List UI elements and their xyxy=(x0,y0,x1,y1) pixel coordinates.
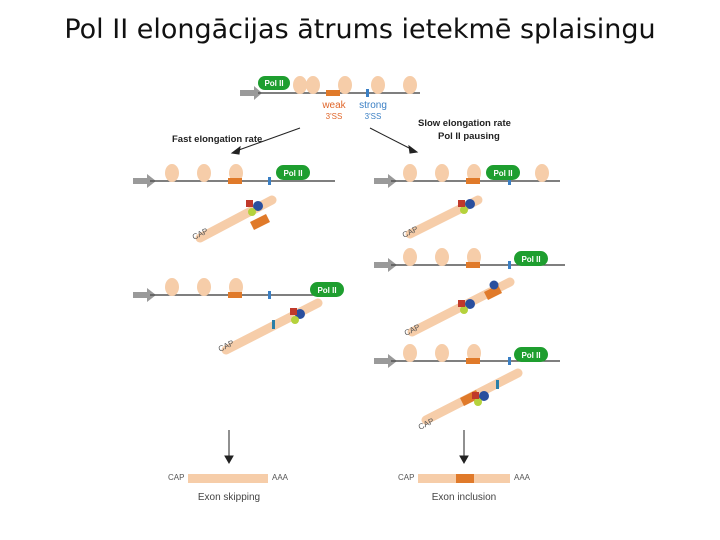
pol-ii-fast-1 xyxy=(276,165,310,180)
pol-ii-label: Pol II xyxy=(521,351,540,360)
strong-3ss-label: 3'SS xyxy=(365,112,382,121)
outcome-arrows xyxy=(224,430,469,465)
slow-row-2: Pol II CAP xyxy=(374,248,565,338)
mature-mrna xyxy=(188,474,268,483)
weak-label: weak xyxy=(321,100,346,111)
exon-skipping-label: Exon skipping xyxy=(198,492,260,503)
pol-ii-slow-3 xyxy=(514,347,548,362)
pol-ii-label: Pol II xyxy=(317,286,336,295)
outcome-exon-inclusion: CAP AAA Exon inclusion xyxy=(398,473,531,503)
promoter-arrow-icon xyxy=(133,288,156,302)
outcome-exon-skipping: CAP AAA Exon skipping xyxy=(168,473,289,503)
fast-row-1: Pol II CAP xyxy=(133,164,335,243)
cap-label: CAP xyxy=(168,473,184,482)
strong-3ss-mark xyxy=(366,89,369,97)
pol-ii-pausing-label: Pol II pausing xyxy=(438,131,500,142)
pol-ii-label: Pol II xyxy=(283,169,302,178)
pol-ii-slow-2 xyxy=(514,251,548,266)
included-exon xyxy=(456,474,474,483)
pol-ii-fast-2 xyxy=(310,282,344,297)
pol-ii-label: Pol II xyxy=(521,255,540,264)
slow-row-1: Pol II CAP xyxy=(374,164,560,240)
slow-row-3: Pol II CAP xyxy=(374,344,560,432)
weak-3ss-label: 3'SS xyxy=(326,112,343,121)
pol-ii-label: Pol II xyxy=(264,79,283,88)
page-title: Pol II elongācijas ātrums ietekmē splais… xyxy=(64,14,656,45)
exon-inclusion-label: Exon inclusion xyxy=(432,492,496,503)
fast-elongation-label: Fast elongation rate xyxy=(172,134,262,145)
promoter-arrow-icon xyxy=(374,174,397,188)
pol-ii-top xyxy=(258,76,290,90)
pol-ii-label: Pol II xyxy=(493,169,512,178)
promoter-arrow-icon xyxy=(240,86,262,100)
strong-label: strong xyxy=(359,100,387,111)
cap-label: CAP xyxy=(398,473,414,482)
promoter-arrow-icon xyxy=(374,258,397,272)
promoter-arrow-icon xyxy=(374,354,397,368)
polya-label: AAA xyxy=(514,473,531,482)
alternative-exon xyxy=(326,90,340,96)
promoter-arrow-icon xyxy=(133,174,156,188)
top-gene: Pol II weak 3'SS strong 3'SS xyxy=(240,76,420,121)
nucleosomes xyxy=(293,76,417,94)
slow-elongation-label: Slow elongation rate xyxy=(418,118,511,129)
pol-ii-slow-1 xyxy=(486,165,520,180)
polya-label: AAA xyxy=(272,473,289,482)
fast-row-2: Pol II CAP xyxy=(133,278,344,355)
branch-arrows xyxy=(230,127,419,155)
